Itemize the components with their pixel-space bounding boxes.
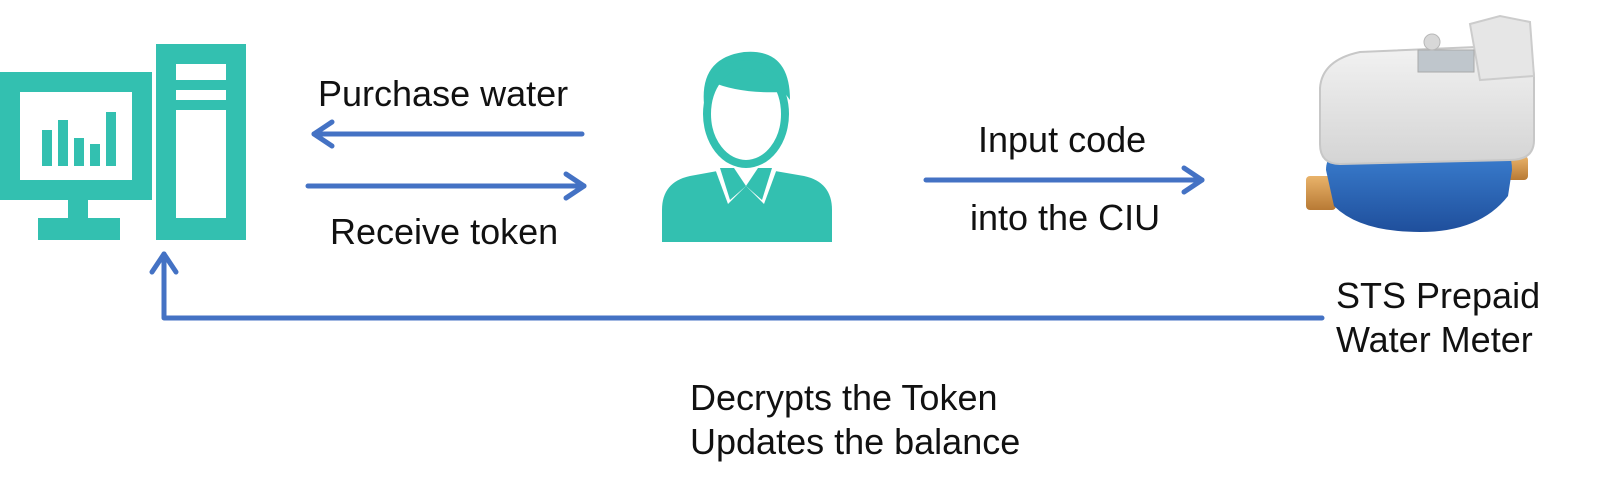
tower-slot-2: [176, 100, 226, 110]
meter-label-line2: Water Meter: [1336, 319, 1533, 360]
computer-icon: [0, 44, 246, 240]
receive-token-label: Receive token: [330, 211, 559, 252]
screen-bar-chart-icon: [42, 112, 116, 166]
arrow-feedback: [161, 251, 1325, 321]
tower-slot-1: [176, 80, 226, 90]
meter-label-line1: STS Prepaid: [1336, 275, 1541, 316]
person-icon: [662, 51, 832, 242]
arrowhead-input-code: [1181, 165, 1205, 195]
input-code-label: Input code: [978, 119, 1147, 160]
person-head: [703, 60, 789, 168]
arrowhead-feedback: [149, 251, 179, 275]
monitor-neck: [68, 200, 88, 220]
arrowhead-receive-token: [563, 171, 587, 201]
water-meter-image: [1306, 14, 1536, 232]
monitor-base: [38, 218, 120, 240]
meter-display: [1417, 49, 1475, 73]
arrowhead-purchase-water: [311, 119, 335, 149]
person-collar-fold-right: [746, 168, 772, 200]
meter-ciu-module: [1468, 14, 1536, 82]
person-collar-fold-left: [720, 168, 746, 200]
arrows: [149, 119, 1325, 321]
into-ciu-label: into the CIU: [970, 197, 1161, 238]
person-body: [662, 168, 832, 242]
purchase-water-label: Purchase water: [318, 73, 569, 114]
decrypt-label-line1: Decrypts the Token: [690, 377, 998, 418]
meter-cap: [1423, 33, 1441, 51]
decrypt-label-line2: Updates the balance: [690, 421, 1021, 462]
meter-blue-body: [1326, 150, 1512, 232]
meter-inlet: [1306, 176, 1336, 210]
person-hair: [703, 51, 790, 110]
